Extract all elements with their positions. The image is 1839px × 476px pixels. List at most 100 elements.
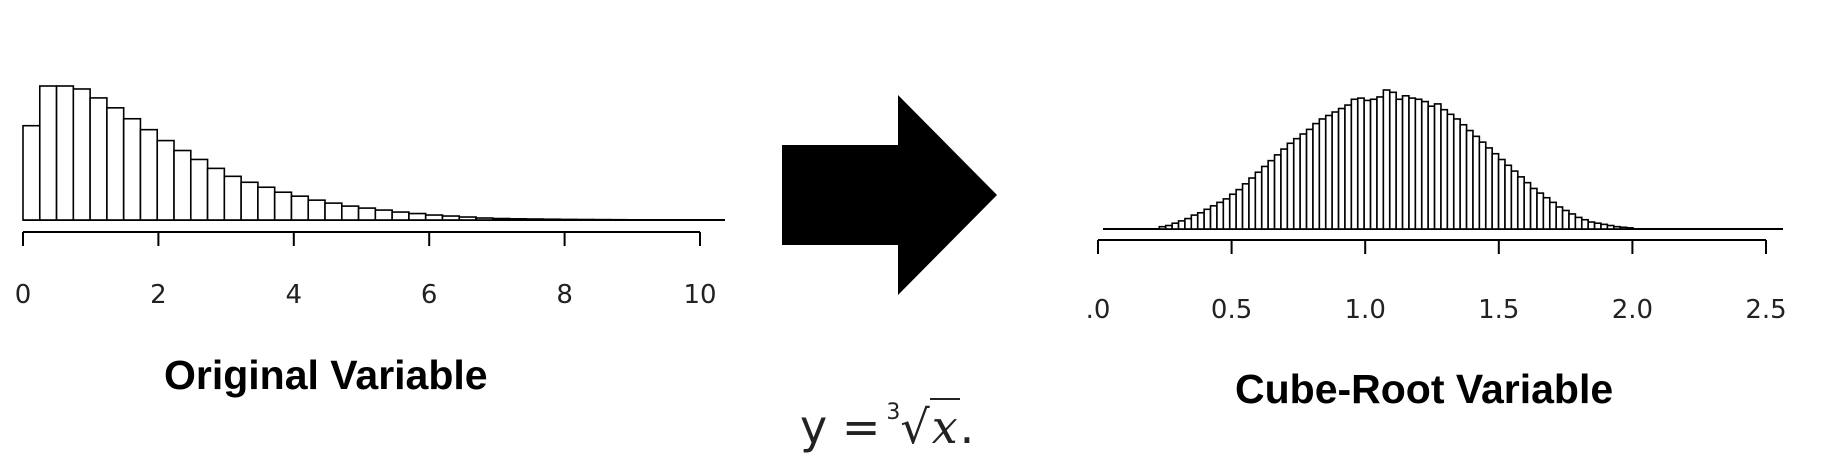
histogram-bar (560, 219, 577, 220)
histogram-bar (526, 219, 543, 220)
histogram-bar (23, 126, 40, 220)
x-tick-label: 4 (286, 280, 303, 310)
histogram-bar (1358, 98, 1364, 229)
histogram-bar (1172, 223, 1178, 229)
histogram-bar (325, 203, 342, 220)
histogram-bar (1531, 188, 1537, 229)
histogram-bar (1543, 198, 1549, 229)
histogram-bar (1422, 102, 1428, 229)
histogram-bar (1313, 124, 1319, 229)
chart-title-cube-root: Cube-Root Variable (1235, 366, 1613, 413)
histogram-bar (1518, 177, 1524, 229)
histogram-bar (1588, 222, 1594, 229)
histogram-bar (1383, 90, 1389, 229)
histogram-bar (1550, 202, 1556, 229)
histogram-bar (1524, 183, 1530, 229)
histogram-bar (191, 159, 208, 220)
histogram-bar (359, 208, 376, 220)
x-tick-label: 2.5 (1745, 295, 1786, 325)
radical-icon: √ (900, 400, 929, 454)
x-tick-label: 0 (15, 280, 32, 310)
histogram-bar (1268, 161, 1274, 229)
histogram-bar (1460, 125, 1466, 229)
histogram-bar (1595, 223, 1601, 229)
histogram-bar (1563, 210, 1569, 229)
histogram-bar (1409, 98, 1415, 229)
histogram-bar (1499, 160, 1505, 230)
histogram-bar (1569, 214, 1575, 229)
histogram-bar (1249, 178, 1255, 229)
x-tick-label: 8 (556, 280, 573, 310)
right-arrow-icon (782, 95, 997, 295)
histogram-bar (1307, 129, 1313, 229)
histogram-bar (1582, 220, 1588, 229)
histogram-bar (493, 219, 510, 220)
x-tick-label: .0 (1086, 295, 1111, 325)
histogram-bar (1607, 226, 1613, 229)
histogram-bar (342, 206, 359, 220)
histogram-bar (1345, 105, 1351, 229)
histogram-bar (1441, 110, 1447, 229)
histogram-bar (1223, 199, 1229, 229)
histogram-bar (1339, 109, 1345, 229)
histogram-bar (124, 119, 141, 220)
histogram-bar (543, 219, 560, 220)
x-tick-label: 10 (683, 280, 716, 310)
histogram-bar (1454, 119, 1460, 229)
histogram-bar (1217, 202, 1223, 229)
histogram-bar (1614, 227, 1620, 229)
x-tick-label: 1.5 (1478, 295, 1519, 325)
histogram-bar (1332, 112, 1338, 229)
histogram-bar (1486, 148, 1492, 229)
histogram-bar (1601, 224, 1607, 229)
histogram-bar (1511, 171, 1517, 229)
formula-lhs: y = (800, 400, 880, 454)
histogram-bar (1185, 219, 1191, 229)
histogram-bar (1236, 190, 1242, 229)
histogram-bar (1275, 155, 1281, 229)
histogram-bar (140, 130, 157, 220)
histogram-bar (258, 187, 275, 220)
histogram-bar (1390, 92, 1396, 229)
histogram-bar (1287, 143, 1293, 229)
histogram-bar (1166, 226, 1172, 229)
histogram-bar (1198, 213, 1204, 229)
formula-variable: x (930, 398, 960, 454)
histogram-bar (174, 151, 191, 220)
histogram-bar (1447, 114, 1453, 229)
histogram-bar (1575, 217, 1581, 229)
histogram-bar (291, 196, 308, 220)
histogram-bar (1294, 139, 1300, 229)
histogram-bar (459, 217, 476, 220)
histogram-bar (1326, 115, 1332, 229)
histogram-bar (1364, 100, 1370, 229)
histogram-bar (1537, 193, 1543, 229)
chart-title-original: Original Variable (164, 352, 488, 399)
histogram-bar (1479, 142, 1485, 229)
histogram-bar (90, 98, 107, 220)
histogram-bar (40, 86, 57, 220)
formula-trail: . (960, 400, 975, 454)
histogram-bar (1300, 134, 1306, 229)
histogram-bar (208, 168, 225, 220)
histogram-bar (224, 176, 241, 220)
histogram-bar (308, 200, 325, 220)
histogram-bar (1556, 207, 1562, 229)
histogram-bar (1319, 119, 1325, 229)
histogram-bar (1505, 165, 1511, 229)
histogram-bar (57, 86, 74, 220)
cube-root-formula: y =3√x. (800, 400, 974, 454)
histogram-bar (1211, 206, 1217, 229)
histogram-bar (1243, 184, 1249, 229)
histogram-bar (1377, 97, 1383, 229)
histogram-bar (1492, 154, 1498, 229)
histogram-bar (241, 182, 258, 220)
x-tick-label: 2 (150, 280, 167, 310)
histogram-bar (73, 89, 90, 220)
histogram-bar (426, 215, 443, 220)
histogram-bar (1204, 209, 1210, 229)
x-tick-label: 2.0 (1612, 295, 1653, 325)
histogram-bar (1179, 221, 1185, 229)
